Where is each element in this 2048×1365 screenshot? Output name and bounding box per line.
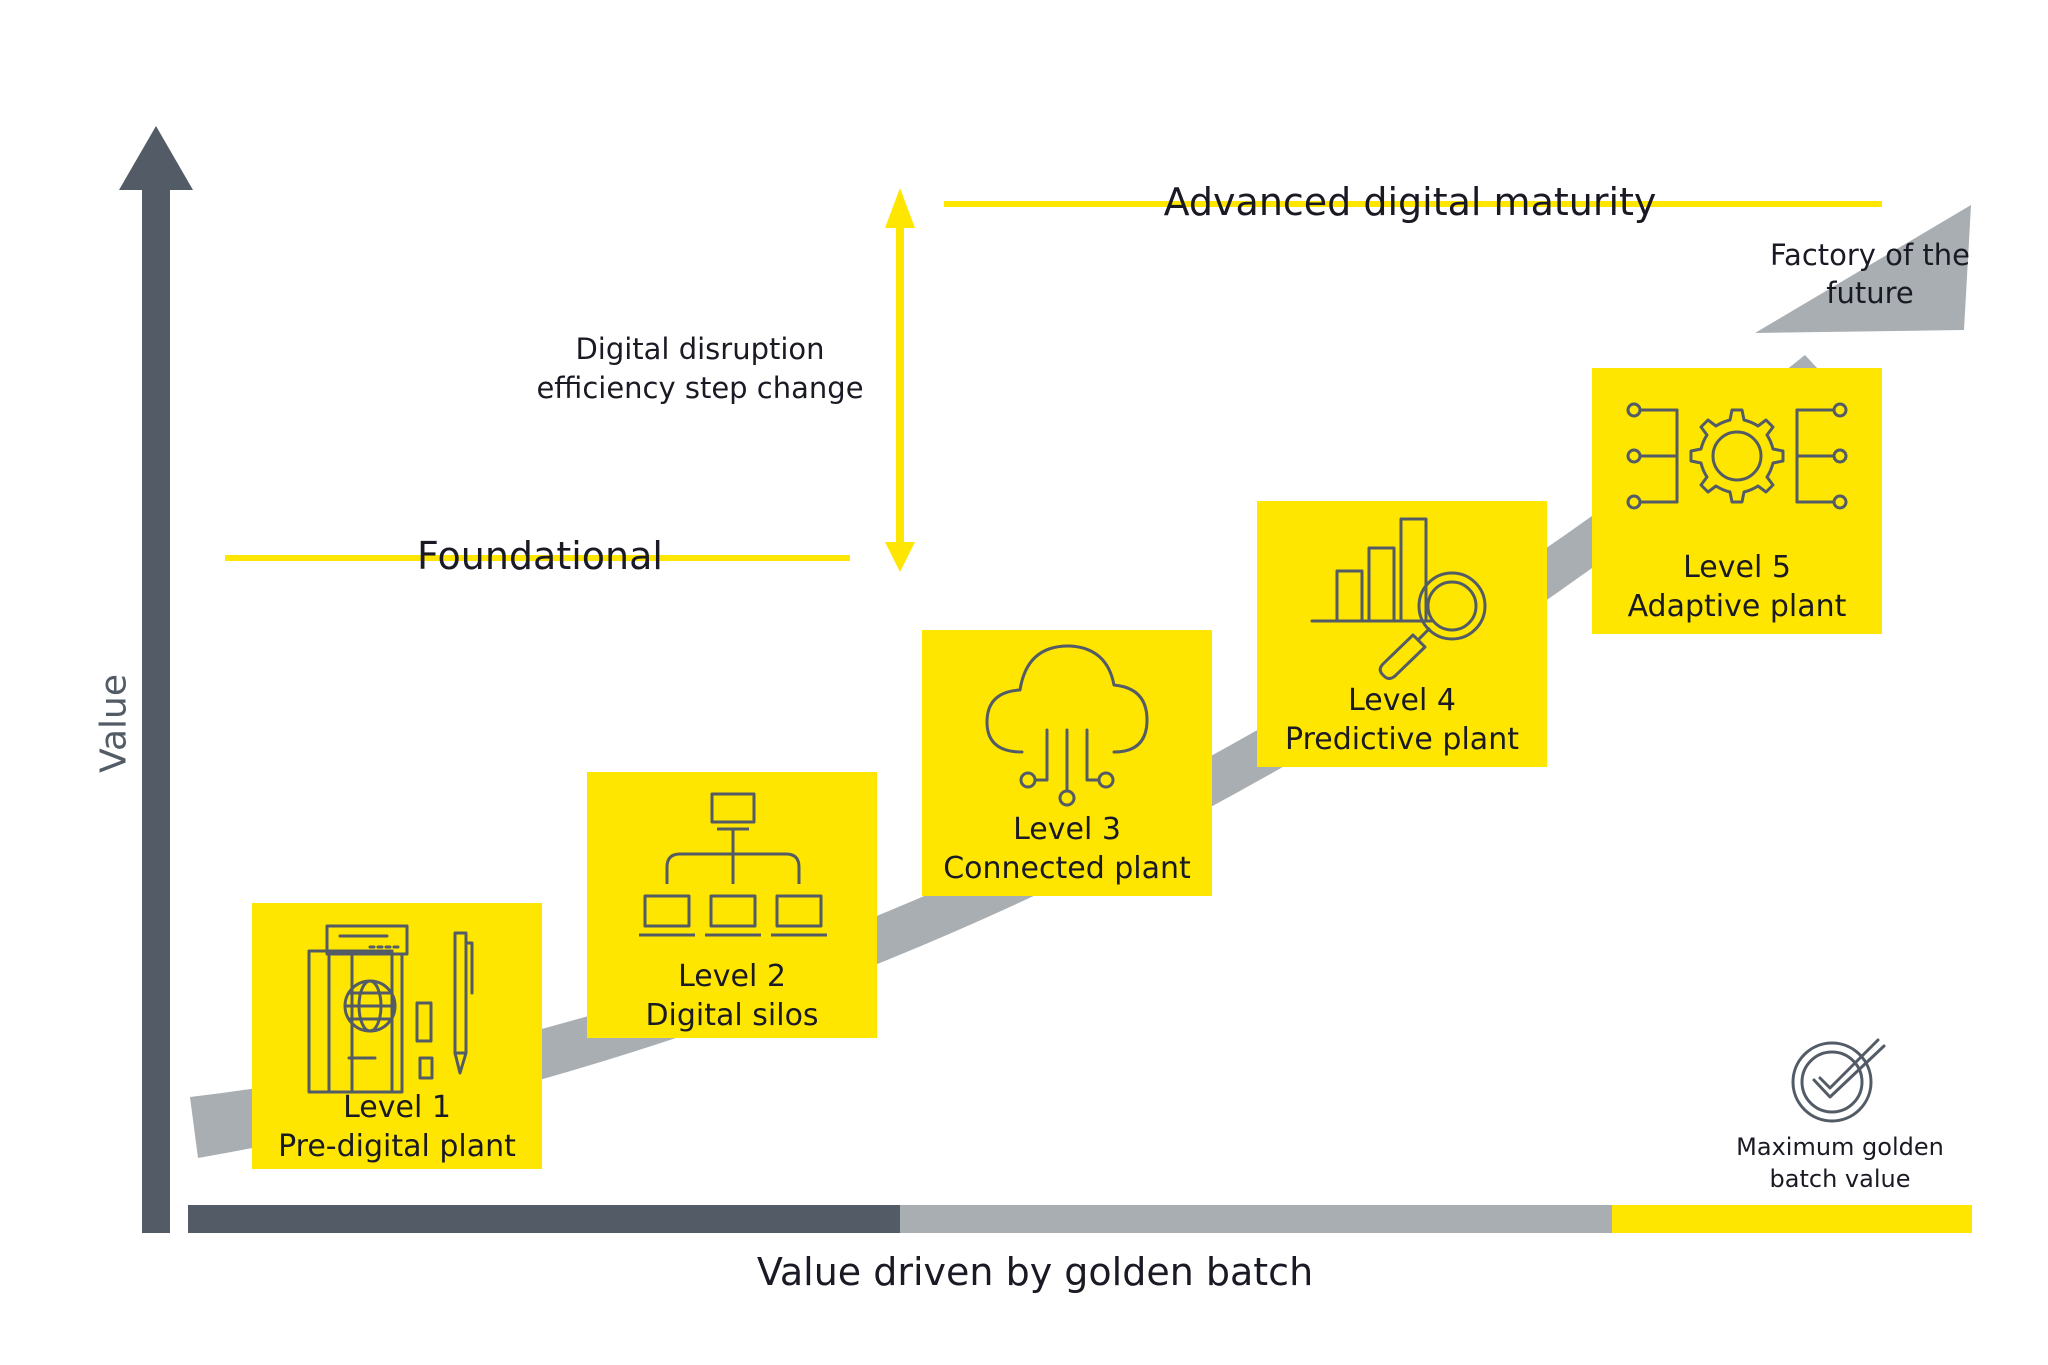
step-change-line-2: efficiency step change: [536, 371, 864, 405]
step-change-arrowhead-bottom: [885, 542, 915, 572]
network-hierarchy-icon: [639, 792, 827, 937]
level-4-card: Level 4 Predictive plant: [1257, 501, 1547, 767]
passport-documents-icon: [307, 924, 474, 1094]
level-4-title: Level 4: [1348, 683, 1456, 718]
step-change-arrowhead-top: [885, 188, 915, 228]
step-change-shaft: [896, 222, 904, 548]
factory-line-2: future: [1826, 276, 1914, 310]
factory-line-1: Factory of the: [1770, 238, 1970, 272]
golden-batch-line-1: Maximum golden: [1736, 1133, 1944, 1161]
bar-chart-magnifier-icon: [1310, 517, 1487, 680]
level-2-name: Digital silos: [645, 998, 819, 1033]
level-1-title: Level 1: [343, 1090, 451, 1125]
level-5-card: Level 5 Adaptive plant: [1592, 368, 1882, 634]
level-3-card: Level 3 Connected plant: [922, 630, 1212, 896]
x-axis-segment-foundational: [188, 1205, 900, 1233]
level-2-title: Level 2: [678, 959, 786, 994]
y-axis-label: Value: [93, 673, 135, 773]
y-axis: [142, 185, 170, 1233]
x-axis-label: Value driven by golden batch: [756, 1250, 1314, 1294]
level-2-card: Level 2 Digital silos: [587, 772, 877, 1038]
step-change-line-1: Digital disruption: [575, 332, 825, 366]
level-4-name: Predictive plant: [1285, 722, 1519, 757]
golden-batch-label: Maximum golden batch value: [1720, 1131, 1960, 1195]
level-1-card: Level 1 Pre-digital plant: [252, 903, 542, 1169]
golden-batch-line-2: batch value: [1769, 1165, 1911, 1193]
factory-of-future-label: Factory of the future: [1740, 236, 2000, 312]
x-axis-segment-advanced: [900, 1205, 1612, 1233]
level-5-title: Level 5: [1683, 550, 1791, 585]
x-axis-segment-golden: [1612, 1205, 1972, 1233]
level-5-name: Adaptive plant: [1627, 589, 1847, 624]
level-1-name: Pre-digital plant: [278, 1129, 516, 1164]
level-3-name: Connected plant: [943, 851, 1191, 886]
advanced-line: [944, 201, 1882, 207]
growth-curve-arrowhead: [1755, 205, 1971, 333]
y-axis-arrowhead: [119, 126, 193, 190]
check-badge-icon: [1791, 1038, 1886, 1123]
gear-circuit-icon: [1626, 402, 1848, 510]
cloud-connection-icon: [985, 644, 1149, 807]
step-change-label: Digital disruption efficiency step chang…: [510, 330, 890, 408]
foundational-label: Foundational: [417, 534, 663, 578]
level-3-title: Level 3: [1013, 812, 1121, 847]
foundational-line: [225, 555, 850, 561]
advanced-maturity-label: Advanced digital maturity: [1163, 180, 1657, 224]
